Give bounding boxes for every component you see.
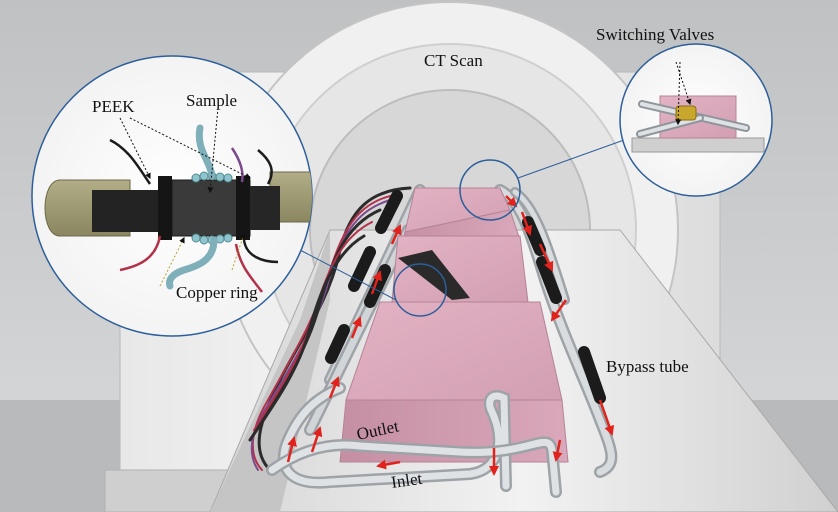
core-holder-inset [31, 55, 313, 337]
flow-arrow [370, 270, 382, 295]
flow-arrow [552, 439, 563, 462]
peek-pointer-left [119, 117, 151, 180]
label-bypass-tube: Bypass tube [606, 357, 689, 376]
flow-arrow [350, 316, 362, 339]
thermocouple-wire [242, 239, 279, 264]
table-left-edge [210, 230, 330, 512]
valve-zoom-leader [517, 139, 625, 179]
sample-zoom-marker [393, 263, 447, 317]
sample-zoom-leader [299, 249, 397, 301]
thermocouple-wire [109, 138, 152, 185]
copper-tube-bottom [166, 236, 218, 290]
box-opening [398, 250, 470, 300]
flow-arrow [598, 399, 615, 436]
thermocouple-wire [119, 235, 162, 272]
valve-pointer-upper [675, 61, 692, 106]
peek-part-left [92, 190, 162, 232]
label-copper-ring: Copper ring [176, 283, 258, 302]
flow-arrow [520, 211, 532, 236]
valve-zoom-marker [459, 159, 521, 221]
flow-arrow [376, 459, 401, 470]
copper-tube-top [195, 124, 216, 180]
peek-clamp-left [158, 176, 172, 240]
front-tubing [266, 382, 562, 498]
flow-arrow [390, 224, 402, 245]
thermocouple-wire [257, 149, 273, 185]
flow-arrow [328, 376, 340, 399]
label-inlet: Inlet [390, 469, 424, 492]
label-ct-scan: CT Scan [424, 51, 483, 70]
tubing-bundle-left [248, 186, 412, 472]
flow-arrow [550, 299, 568, 322]
flow-arrows [286, 195, 615, 476]
thermocouple-wire [230, 147, 244, 183]
flow-arrow [505, 195, 518, 208]
flow-arrow [538, 243, 554, 272]
thermocouple-wire [234, 243, 263, 293]
flow-arrow [310, 426, 323, 453]
switching-valves-inset [619, 43, 773, 197]
label-switching-valves: Switching Valves [596, 25, 714, 44]
flow-arrow [286, 436, 297, 463]
peek-clamp-right [236, 176, 250, 240]
label-peek: PEEK [92, 97, 135, 116]
label-sample: Sample [186, 91, 237, 110]
valve-base-plate [631, 137, 765, 153]
box-3-top [345, 301, 563, 401]
peek-part-right [250, 186, 280, 230]
valve-fitting [675, 105, 697, 121]
copper-ring-pointer-left [159, 236, 185, 287]
